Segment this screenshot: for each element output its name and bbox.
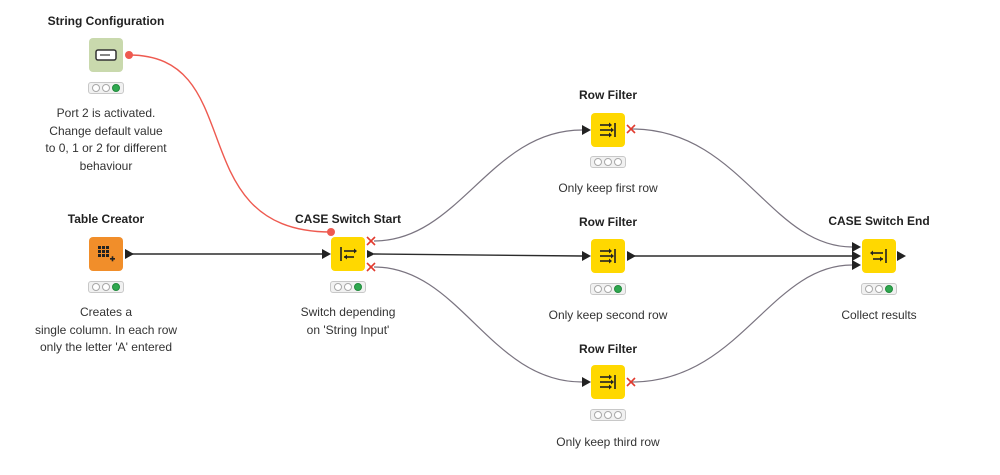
node-case-switch-end[interactable] (862, 239, 896, 273)
status-indicator (861, 283, 897, 295)
status-light-red (594, 285, 602, 293)
node-title-case-switch-start: CASE Switch Start (294, 212, 402, 226)
status-light-red (594, 158, 602, 166)
status-light-green (614, 158, 622, 166)
status-light-yellow (604, 411, 612, 419)
inactive-port-switch-bottom[interactable] (366, 262, 376, 272)
node-description-row-filter-3: Only keep third row (556, 434, 659, 452)
status-light-green (885, 285, 893, 293)
status-indicator (590, 409, 626, 421)
input-port-row-filter-1[interactable] (582, 125, 591, 135)
connection-switch-to-row-filter-2[interactable] (373, 253, 583, 257)
node-description-row-filter-2: Only keep second row (549, 307, 668, 325)
description-line: Creates a (79, 305, 133, 319)
status-light-red (865, 285, 873, 293)
status-light-red (92, 84, 100, 92)
description-line: to 0, 1 or 2 for different (45, 141, 167, 155)
status-indicator (88, 82, 124, 94)
node-description-string-configuration: Port 2 is activated. Change default valu… (45, 105, 166, 175)
node-title-case-switch-end: CASE Switch End (828, 214, 930, 228)
node-description-table-creator: Creates a single column. In each row onl… (35, 304, 177, 357)
status-indicator (330, 281, 366, 293)
description-line: Collect results (841, 308, 917, 322)
input-port-row-filter-2[interactable] (582, 251, 591, 261)
input-port-end-1[interactable] (852, 242, 861, 252)
description-line: Only keep second row (548, 308, 668, 322)
description-line: Only keep first row (558, 181, 658, 195)
status-light-green (354, 283, 362, 291)
string-input-icon (95, 49, 117, 61)
status-light-red (594, 411, 602, 419)
description-line: Only keep third row (556, 435, 660, 449)
node-string-configuration[interactable] (89, 38, 123, 72)
status-indicator (590, 156, 626, 168)
description-line: Switch depending (300, 305, 396, 319)
input-port-switch-start[interactable] (322, 249, 331, 259)
flow-variable-output-port[interactable] (125, 51, 133, 59)
node-row-filter-3[interactable] (591, 365, 625, 399)
status-light-green (112, 84, 120, 92)
inactive-port-row-filter-3[interactable] (626, 377, 636, 387)
description-line: behaviour (79, 158, 133, 173)
status-light-green (614, 285, 622, 293)
node-title-table-creator: Table Creator (67, 212, 145, 226)
node-title-row-filter-2: Row Filter (578, 215, 638, 229)
connection-row-filter-3-to-end[interactable] (631, 264, 853, 383)
status-light-red (334, 283, 342, 291)
output-port-table-creator[interactable] (125, 249, 134, 259)
row-filter-icon (600, 122, 616, 138)
status-light-yellow (344, 283, 352, 291)
status-light-green (614, 411, 622, 419)
flow-variable-connection[interactable] (128, 54, 332, 233)
connection-row-filter-1-to-end[interactable] (631, 128, 853, 248)
description-line: Change default value (49, 123, 163, 138)
connection-switch-to-row-filter-3[interactable] (373, 266, 583, 383)
input-port-row-filter-3[interactable] (582, 377, 591, 387)
description-line: only the letter 'A' entered (39, 340, 172, 354)
table-grid-icon (98, 246, 115, 262)
status-light-green (112, 283, 120, 291)
description-line: Port 2 is activated. (56, 106, 156, 120)
inactive-port-switch-top[interactable] (366, 236, 376, 246)
output-port-switch-end[interactable] (897, 251, 906, 261)
status-light-yellow (102, 84, 110, 92)
output-port-switch-middle[interactable] (367, 250, 375, 258)
row-filter-icon (600, 374, 616, 390)
node-description-case-switch-end: Collect results (841, 307, 916, 325)
node-title-string-configuration: String Configuration (47, 14, 165, 28)
status-light-yellow (102, 283, 110, 291)
row-filter-icon (600, 248, 616, 264)
node-title-row-filter-3: Row Filter (578, 342, 638, 356)
description-line: on 'String Input' (306, 322, 390, 337)
node-description-row-filter-1: Only keep first row (558, 180, 657, 198)
node-row-filter-1[interactable] (591, 113, 625, 147)
input-port-end-2[interactable] (852, 251, 861, 261)
node-row-filter-2[interactable] (591, 239, 625, 273)
status-light-yellow (875, 285, 883, 293)
node-description-case-switch-start: Switch depending on 'String Input' (301, 304, 396, 339)
status-indicator (590, 283, 626, 295)
description-line: single column. In each row (34, 322, 178, 337)
status-light-red (92, 283, 100, 291)
status-light-yellow (604, 285, 612, 293)
flow-variable-input-port[interactable] (327, 228, 335, 236)
inactive-port-row-filter-1[interactable] (626, 124, 636, 134)
node-title-row-filter-1: Row Filter (578, 88, 638, 102)
case-switch-end-icon (870, 249, 887, 263)
node-case-switch-start[interactable] (331, 237, 365, 271)
case-switch-start-icon (340, 247, 357, 261)
input-port-end-3[interactable] (852, 260, 861, 270)
node-table-creator[interactable] (89, 237, 123, 271)
connection-switch-to-row-filter-1[interactable] (373, 129, 583, 242)
status-light-yellow (604, 158, 612, 166)
status-indicator (88, 281, 124, 293)
output-port-row-filter-2[interactable] (627, 251, 636, 261)
